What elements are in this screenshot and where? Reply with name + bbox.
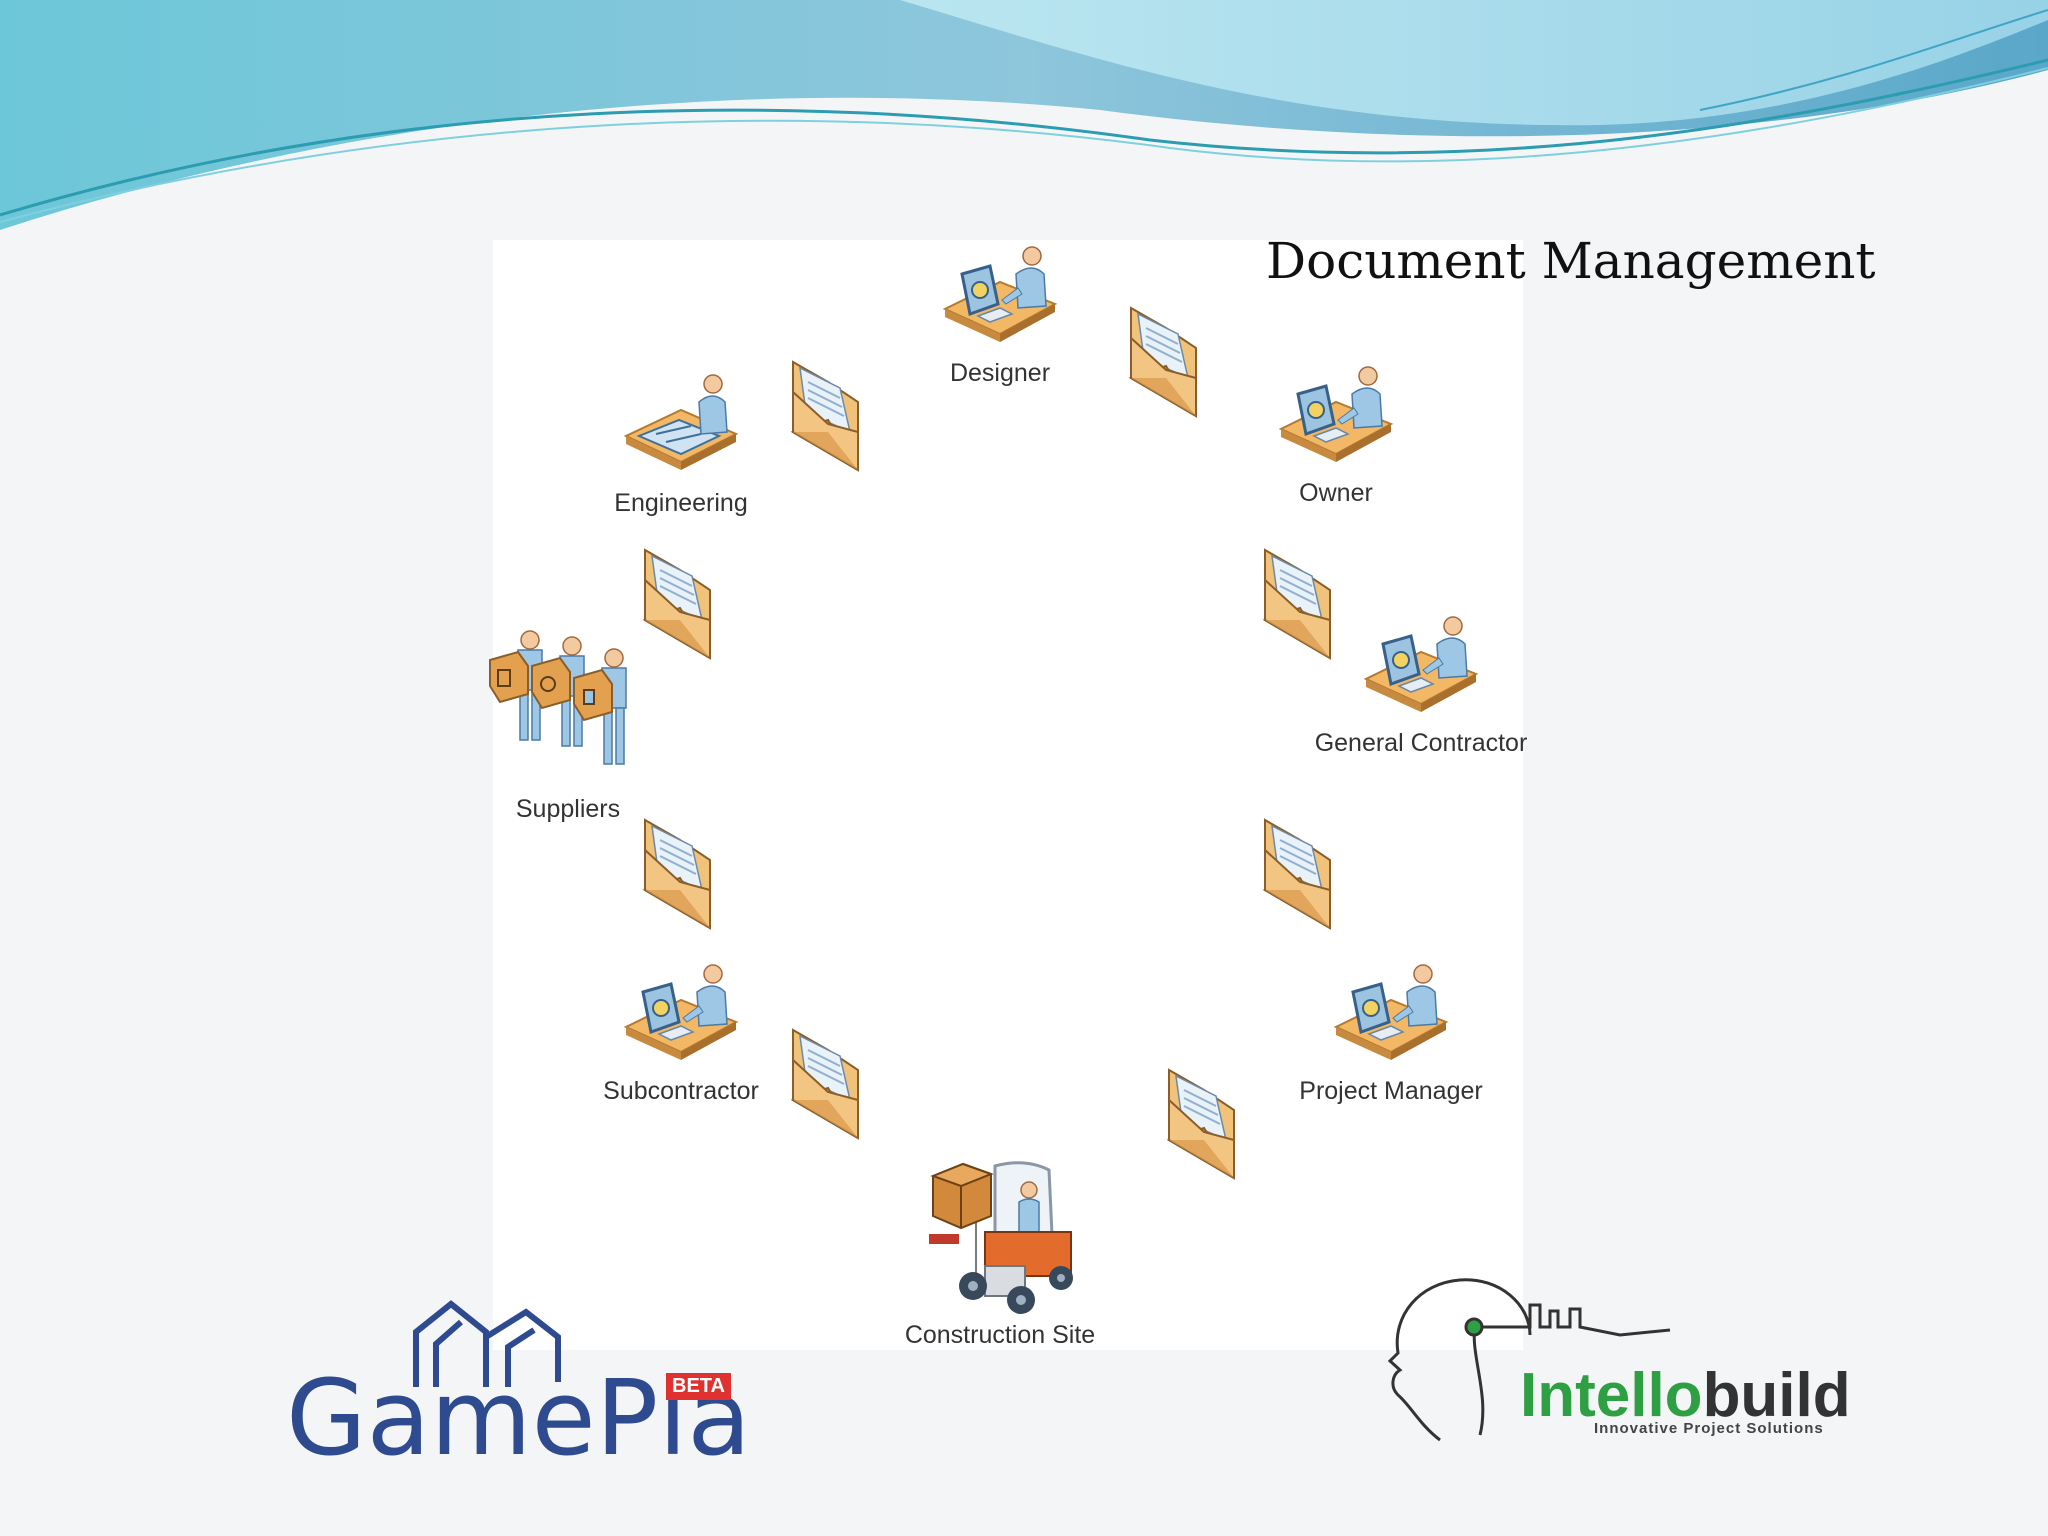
slide-title: Document Management — [1266, 232, 1876, 290]
node-label: Project Manager — [1299, 1077, 1483, 1105]
node-general-contractor: General Contractor — [1296, 614, 1546, 758]
intellobuild-tagline: Innovative Project Solutions — [1594, 1420, 1824, 1437]
node-label: Subcontractor — [603, 1077, 759, 1105]
person-at-computer-icon — [621, 962, 741, 1072]
person-at-computer-icon — [1331, 962, 1451, 1072]
node-suppliers: Suppliers — [488, 630, 648, 824]
node-label: Suppliers — [515, 795, 621, 823]
envelope-icon — [788, 352, 868, 482]
envelope-icon — [788, 1020, 868, 1150]
person-at-drafting-table-icon — [621, 374, 741, 484]
envelope-icon — [640, 810, 720, 940]
header-wave — [0, 0, 2048, 230]
node-subcontractor: Subcontractor — [586, 962, 776, 1106]
intellobuild-wordmark: Intellobuild — [1520, 1360, 1851, 1431]
person-at-computer-icon — [940, 244, 1060, 354]
envelope-icon — [1260, 540, 1340, 670]
envelope-icon — [1260, 810, 1340, 940]
node-label: Engineering — [614, 489, 748, 517]
person-at-computer-icon — [1276, 364, 1396, 474]
node-project-manager: Project Manager — [1276, 962, 1506, 1106]
node-owner: Owner — [1246, 364, 1426, 508]
envelope-icon — [640, 540, 720, 670]
person-at-computer-icon — [1361, 614, 1481, 724]
intellobuild-wordmark-part1: Intello — [1520, 1361, 1703, 1430]
envelope-icon — [1126, 298, 1206, 428]
intellobuild-wordmark-part2: build — [1702, 1361, 1851, 1430]
node-label: Designer — [949, 359, 1051, 387]
envelope-icon — [1164, 1060, 1244, 1190]
intellobuild-logo — [1387, 1278, 1671, 1442]
node-designer: Designer — [910, 244, 1090, 388]
node-engineering: Engineering — [586, 374, 776, 518]
node-construction-site: Construction Site — [880, 1156, 1120, 1350]
node-label: General Contractor — [1314, 729, 1528, 757]
people-carrying-boxes-icon — [488, 630, 648, 790]
beta-badge: BETA — [666, 1373, 731, 1400]
node-label: Construction Site — [904, 1321, 1096, 1349]
forklift-icon — [925, 1156, 1075, 1316]
node-label: Owner — [1299, 479, 1373, 507]
